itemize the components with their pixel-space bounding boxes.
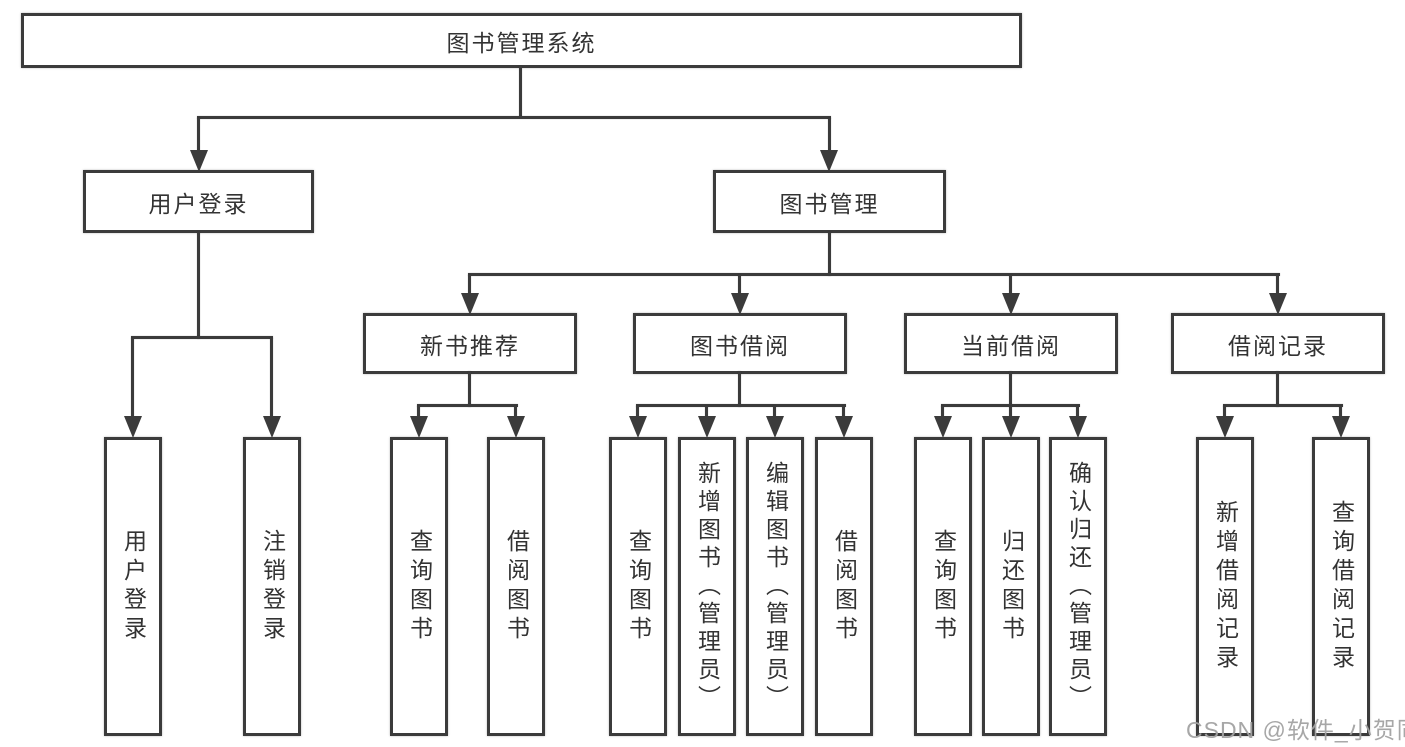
leaf-edit-books-admin: 编辑图书（管理员） [746,437,804,736]
connector-line [1223,406,1226,418]
connector-line [1009,275,1012,295]
leaf-confirm-return-admin: 确认归还（管理员） [1049,437,1107,736]
arrow-down-icon [1269,293,1287,315]
connector-line [828,232,831,276]
leaf-add-books-admin: 新增图书（管理员） [678,437,736,736]
connector-line [636,406,639,418]
node-new-book-recommendation: 新书推荐 [363,313,577,374]
arrow-down-icon [698,416,716,438]
connector-line [468,273,1280,276]
leaf-query-books-borrow: 查询图书 [609,437,667,736]
arrow-down-icon [766,416,784,438]
connector-line [417,406,420,418]
arrow-down-icon [1332,416,1350,438]
node-user-login: 用户登录 [83,170,314,233]
arrow-down-icon [629,416,647,438]
node-current-borrowing: 当前借阅 [904,313,1118,374]
connector-line [941,404,1080,407]
arrow-down-icon [263,416,281,438]
leaf-query-books-recommend: 查询图书 [390,437,448,736]
connector-line [197,116,831,119]
connector-line [197,232,200,339]
connector-line [1276,371,1279,407]
arrow-down-icon [124,416,142,438]
connector-line [270,338,273,418]
connector-line [738,371,741,407]
leaf-borrow-books: 借阅图书 [815,437,873,736]
arrow-down-icon [934,416,952,438]
arrow-down-icon [835,416,853,438]
node-book-management: 图书管理 [713,170,946,233]
arrow-down-icon [1216,416,1234,438]
connector-line [738,275,741,295]
arrow-down-icon [190,150,208,172]
leaf-logout: 注销登录 [243,437,301,736]
connector-line [842,406,845,418]
connector-line [519,66,522,118]
leaf-query-books-current: 查询图书 [914,437,972,736]
leaf-query-borrow-record: 查询借阅记录 [1312,437,1370,736]
leaf-return-books: 归还图书 [982,437,1040,736]
connector-line [941,406,944,418]
connector-line [636,404,846,407]
arrow-down-icon [410,416,428,438]
node-book-borrowing: 图书借阅 [633,313,847,374]
connector-line [705,406,708,418]
leaf-user-login: 用户登录 [104,437,162,736]
connector-line [131,338,134,418]
node-library-management-system: 图书管理系统 [21,13,1022,68]
arrow-down-icon [820,150,838,172]
connector-line [1276,275,1279,295]
arrow-down-icon [731,293,749,315]
connector-line [514,406,517,418]
arrow-down-icon [461,293,479,315]
connector-line [773,406,776,418]
connector-line [417,404,518,407]
node-borrowing-records: 借阅记录 [1171,313,1385,374]
arrow-down-icon [1069,416,1087,438]
connector-line [468,275,471,295]
connector-line [131,336,273,339]
arrow-down-icon [507,416,525,438]
connector-line [1009,406,1012,418]
watermark: CSDN @软件_小贺同学 [1186,717,1405,743]
connector-line [1009,371,1012,407]
leaf-borrow-books-recommend: 借阅图书 [487,437,545,736]
leaf-add-borrow-record: 新增借阅记录 [1196,437,1254,736]
connector-line [828,118,831,152]
arrow-down-icon [1002,416,1020,438]
connector-line [1076,406,1079,418]
connector-line [1339,406,1342,418]
connector-line [1223,404,1343,407]
arrow-down-icon [1002,293,1020,315]
connector-line [197,118,200,152]
connector-line [468,371,471,407]
